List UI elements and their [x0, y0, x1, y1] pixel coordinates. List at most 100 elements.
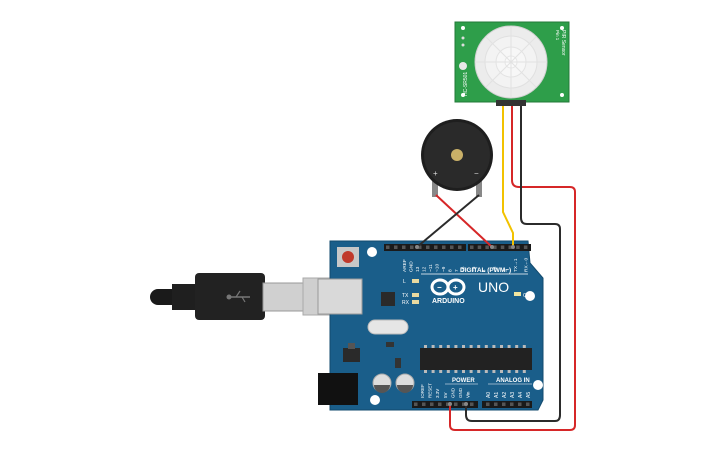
power-pin-label: Vin — [466, 391, 471, 398]
rx-led — [412, 300, 419, 304]
power-pin-label: 3.3V — [435, 389, 440, 398]
header-pin[interactable] — [493, 245, 497, 250]
chip-pin — [522, 370, 526, 373]
header-pin[interactable] — [477, 245, 482, 250]
svg-text:+: + — [453, 283, 458, 292]
header-pin[interactable] — [516, 245, 520, 250]
chip-pin — [446, 370, 450, 373]
chip-pin — [492, 370, 496, 373]
chip-pin — [446, 345, 450, 348]
digital-pin-label: GND — [409, 261, 415, 272]
digital-pin-label: 13 — [415, 266, 421, 272]
header-pin[interactable] — [410, 245, 414, 250]
analog-pin-label: A3 — [510, 392, 516, 398]
mounting-hole — [533, 380, 543, 390]
header-pin[interactable] — [402, 245, 406, 250]
digital-pin-label: ~5 — [471, 266, 477, 272]
header-pin[interactable] — [394, 245, 398, 250]
chip-pin — [515, 370, 519, 373]
chip-pin — [469, 345, 473, 348]
power-label: POWER — [452, 378, 475, 384]
piezo-buzzer[interactable]: + − — [421, 119, 493, 197]
wire-buzzer-negative — [416, 194, 480, 248]
header-pin[interactable] — [518, 402, 522, 407]
header-pin[interactable] — [494, 402, 498, 407]
wire-buzzer-positive — [435, 194, 493, 248]
header-pin[interactable] — [500, 245, 505, 250]
digital-label: DIGITAL (PWM~) — [460, 267, 511, 274]
tx-label: TX — [402, 293, 409, 299]
chip-pin — [462, 370, 465, 373]
smd-component — [395, 358, 401, 368]
mounting-hole — [370, 395, 380, 405]
header-pin[interactable] — [526, 402, 530, 407]
header-pin[interactable] — [502, 402, 506, 407]
header-pin[interactable] — [434, 245, 438, 250]
on-led — [514, 292, 521, 296]
power-pin-label: IOREF — [420, 384, 425, 398]
buzzer-center — [451, 149, 463, 161]
pir-right-label: PIR Sensor — [560, 30, 566, 56]
usb-icon — [226, 290, 250, 303]
analog-pin-label: A0 — [486, 392, 492, 398]
arduino-logo: − + — [430, 278, 466, 296]
wire-endpoint — [448, 402, 452, 406]
wire-pir-signal — [502, 106, 514, 247]
mounting-hole — [367, 247, 377, 257]
header-pin[interactable] — [523, 245, 528, 250]
chip-pin — [424, 370, 427, 373]
chip-pin — [424, 345, 427, 348]
header-pin[interactable] — [508, 245, 513, 250]
voltage-regulator — [343, 343, 360, 362]
chip-pin — [484, 345, 488, 348]
header-pin[interactable] — [462, 402, 466, 407]
header-pin[interactable] — [438, 402, 442, 407]
header-pin[interactable] — [458, 245, 462, 250]
crystal-oscillator — [367, 319, 409, 335]
reset-button[interactable] — [337, 247, 359, 267]
digital-pin-label: 2 — [503, 269, 509, 272]
header-pin[interactable] — [422, 402, 426, 407]
header-pin[interactable] — [485, 245, 489, 250]
rx-label: RX — [402, 300, 410, 306]
analog-pin-label: A1 — [494, 392, 500, 398]
header-pin[interactable] — [470, 402, 474, 407]
tx-led — [412, 293, 419, 297]
arduino-logo-text: ARDUINO — [432, 298, 465, 305]
svg-text:−: − — [437, 283, 442, 292]
chip-pin — [500, 370, 503, 373]
header-pin[interactable] — [446, 402, 450, 407]
header-pin[interactable] — [450, 245, 454, 250]
chip-pin — [522, 345, 526, 348]
chip-pin — [492, 345, 496, 348]
header-pin[interactable] — [486, 402, 490, 407]
pir-motion-sensor[interactable]: HC-SR501 PIR Sensor Pin 1 — [454, 21, 570, 106]
digital-header-right — [468, 244, 531, 251]
header-pin[interactable] — [414, 402, 418, 407]
digital-pin-label: 12 — [422, 266, 428, 272]
header-pin[interactable] — [386, 245, 390, 250]
header-pin[interactable] — [470, 245, 474, 250]
chip-pin — [507, 345, 511, 348]
chip-pin — [431, 370, 435, 373]
chip-pin — [462, 345, 465, 348]
header-pin[interactable] — [442, 245, 446, 250]
header-pin[interactable] — [430, 402, 434, 407]
header-pin[interactable] — [418, 245, 422, 250]
analog-pin-label: A4 — [518, 392, 524, 398]
wires — [416, 106, 576, 431]
header-pin[interactable] — [510, 402, 514, 407]
chip-pin — [439, 345, 443, 348]
power-pin-label: RESET — [428, 383, 433, 398]
digital-header-left — [384, 244, 466, 251]
usb-chip — [381, 292, 395, 306]
header-pin[interactable] — [454, 402, 458, 407]
l-led — [412, 279, 419, 283]
digital-pin-label: TX→1 — [513, 258, 519, 272]
analog-pin-label: A5 — [526, 392, 532, 398]
header-pin[interactable] — [426, 245, 430, 250]
pir-right-sublabel: Pin 1 — [555, 30, 560, 41]
usb-socket — [317, 278, 363, 315]
